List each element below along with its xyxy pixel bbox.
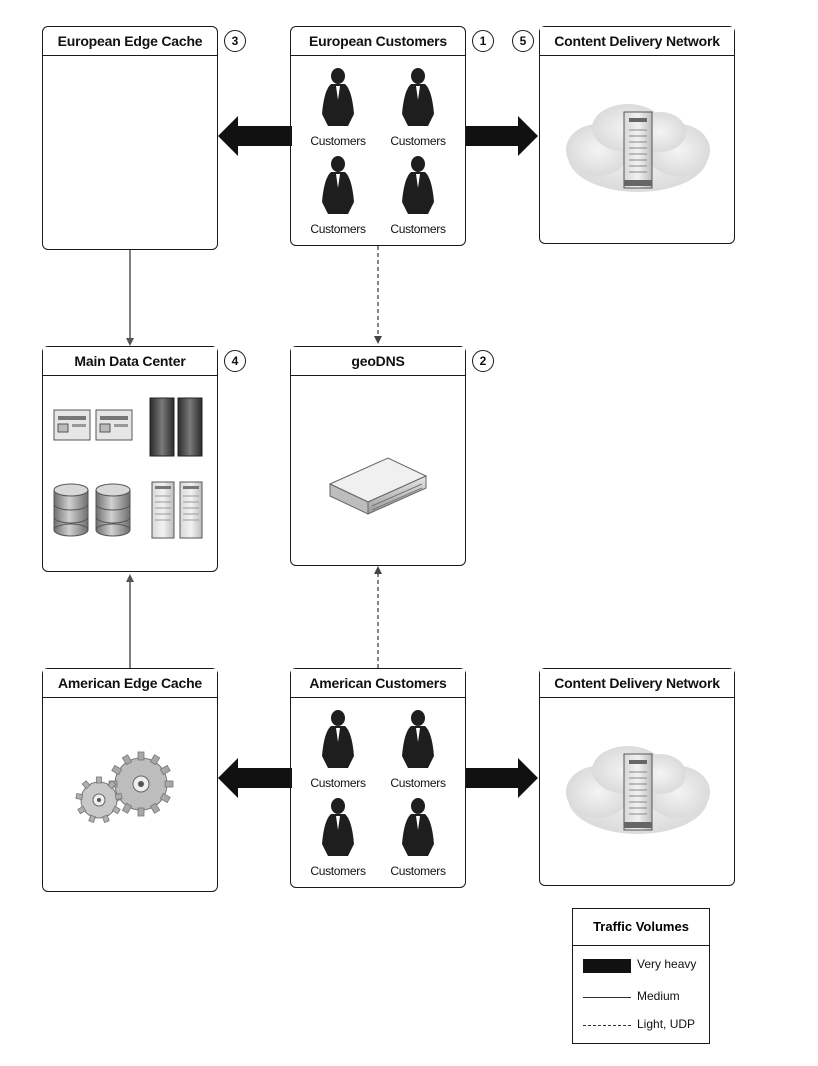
- cdn-bottom-title: Content Delivery Network: [540, 669, 734, 698]
- gears-icon-american: [75, 751, 174, 823]
- european-edge-cache-box: European Edge Cache: [42, 26, 218, 250]
- american-customers-box: American Customers: [290, 668, 466, 888]
- badge-4: 4: [224, 350, 246, 372]
- legend-medium-label: Medium: [637, 989, 680, 1003]
- european-customers-title: European Customers: [291, 27, 465, 56]
- customer-silhouettes-european: [322, 68, 434, 214]
- heavy-arrow-to-cdn-bottom: [466, 758, 538, 798]
- customer-label: Customers: [310, 134, 366, 148]
- badge-5: 5: [512, 30, 534, 52]
- legend-medium-swatch: [583, 997, 631, 998]
- main-data-center-title: Main Data Center: [43, 347, 217, 376]
- badge-2: 2: [472, 350, 494, 372]
- medium-line-american-cache-to-datacenter: [126, 574, 134, 668]
- customer-label: Customers: [390, 864, 446, 878]
- legend-light-swatch: [583, 1025, 631, 1026]
- heavy-arrow-to-cdn-top: [466, 116, 538, 156]
- cloud-server-icon-top: [566, 104, 710, 192]
- geodns-title: geoDNS: [291, 347, 465, 376]
- legend-very-heavy-swatch: [583, 959, 631, 973]
- network-switch-icon: [328, 457, 428, 515]
- customer-label: Customers: [390, 776, 446, 790]
- badge-3: 3: [224, 30, 246, 52]
- customer-label: Customers: [310, 864, 366, 878]
- medium-line-european-cache-to-datacenter: [126, 250, 134, 346]
- american-customers-title: American Customers: [291, 669, 465, 698]
- customer-label: Customers: [390, 222, 446, 236]
- customer-label: Customers: [310, 222, 366, 236]
- cdn-top-title: Content Delivery Network: [540, 27, 734, 56]
- customer-label: Customers: [390, 134, 446, 148]
- legend-light-label: Light, UDP: [637, 1017, 696, 1031]
- badge-1: 1: [472, 30, 494, 52]
- cdn-bottom-box: Content Delivery Network: [539, 668, 735, 886]
- heavy-arrow-to-european-edge-cache: [218, 116, 292, 156]
- european-customers-box: European Customers: [290, 26, 466, 246]
- legend-very-heavy-label: Very heavy: [637, 957, 697, 971]
- geodns-box: geoDNS: [290, 346, 466, 566]
- traffic-legend: Traffic Volumes Very heavy Medium Light,…: [572, 908, 710, 1044]
- american-edge-cache-title: American Edge Cache: [43, 669, 217, 698]
- main-data-center-box: Main Data Center: [42, 346, 218, 572]
- legend-title: Traffic Volumes: [573, 909, 709, 946]
- datacenter-equipment-icons: [53, 397, 203, 539]
- cloud-server-icon-bottom: [566, 746, 710, 834]
- light-line-american-customers-to-geodns: [374, 566, 382, 668]
- heavy-arrow-to-american-edge-cache: [218, 758, 292, 798]
- cdn-top-box: Content Delivery Network: [539, 26, 735, 244]
- american-edge-cache-box: American Edge Cache: [42, 668, 218, 892]
- light-line-european-customers-to-geodns: [374, 246, 382, 344]
- customer-label: Customers: [310, 776, 366, 790]
- european-edge-cache-title: European Edge Cache: [43, 27, 217, 56]
- customer-silhouettes-american: [322, 710, 434, 856]
